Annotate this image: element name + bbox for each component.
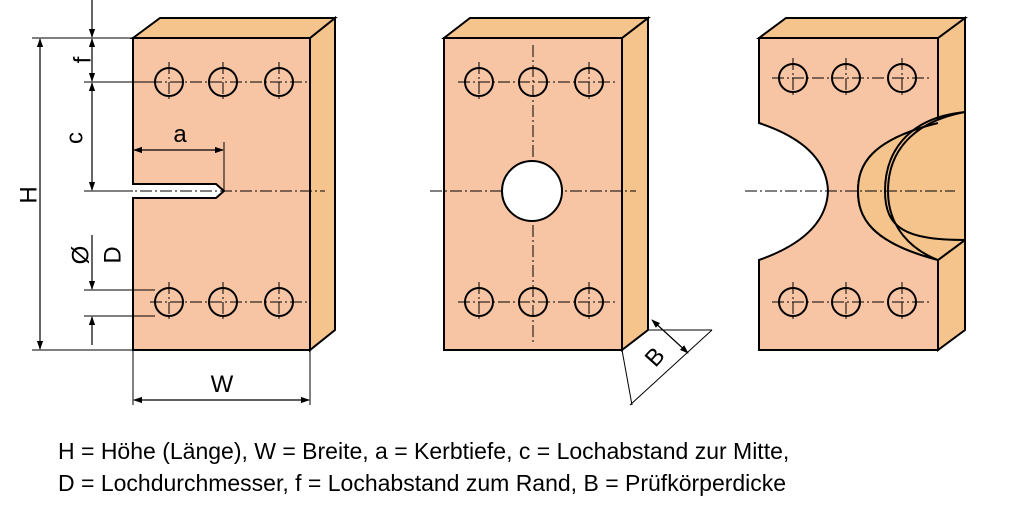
hole <box>208 287 238 317</box>
central-hole <box>501 160 563 222</box>
hole-specimen-side <box>621 15 649 353</box>
hole <box>887 287 917 317</box>
notched-specimen-side <box>309 15 336 353</box>
dimension-B <box>651 319 689 354</box>
hole <box>464 287 494 317</box>
waisted-specimen-notch-side <box>856 110 966 262</box>
hole <box>518 287 548 317</box>
hole <box>778 287 808 317</box>
hole <box>154 67 184 97</box>
hole <box>831 63 861 93</box>
notched-specimen: f c H Ø D a W <box>15 0 338 405</box>
notched-specimen-face <box>132 37 311 351</box>
label-f: f <box>69 56 96 63</box>
caption-line-2: D = Lochdurchmesser, f = Lochabstand zum… <box>58 470 787 496</box>
hole-specimen: B <box>430 15 713 406</box>
label-W: W <box>211 371 234 398</box>
hole <box>208 67 238 97</box>
hole <box>574 287 604 317</box>
label-B: B <box>640 342 671 372</box>
specimen-diagram: f c H Ø D a W <box>15 0 969 406</box>
hole-specimen-top <box>441 17 651 39</box>
caption-line-1: H = Höhe (Länge), W = Breite, a = Kerbti… <box>58 438 790 464</box>
hole <box>778 63 808 93</box>
hole <box>154 287 184 317</box>
label-a: a <box>173 121 187 148</box>
waisted-specimen-top <box>755 17 969 39</box>
hole <box>574 67 604 97</box>
notched-specimen-top <box>129 17 338 39</box>
hole <box>264 287 294 317</box>
label-D-symbol: Ø <box>67 246 94 265</box>
hole <box>831 287 861 317</box>
hole <box>887 63 917 93</box>
label-D: D <box>99 246 126 263</box>
waisted-specimen <box>745 16 969 352</box>
label-H: H <box>15 186 42 203</box>
hole <box>518 67 548 97</box>
label-c: c <box>61 132 88 144</box>
hole <box>264 67 294 97</box>
hole <box>464 67 494 97</box>
